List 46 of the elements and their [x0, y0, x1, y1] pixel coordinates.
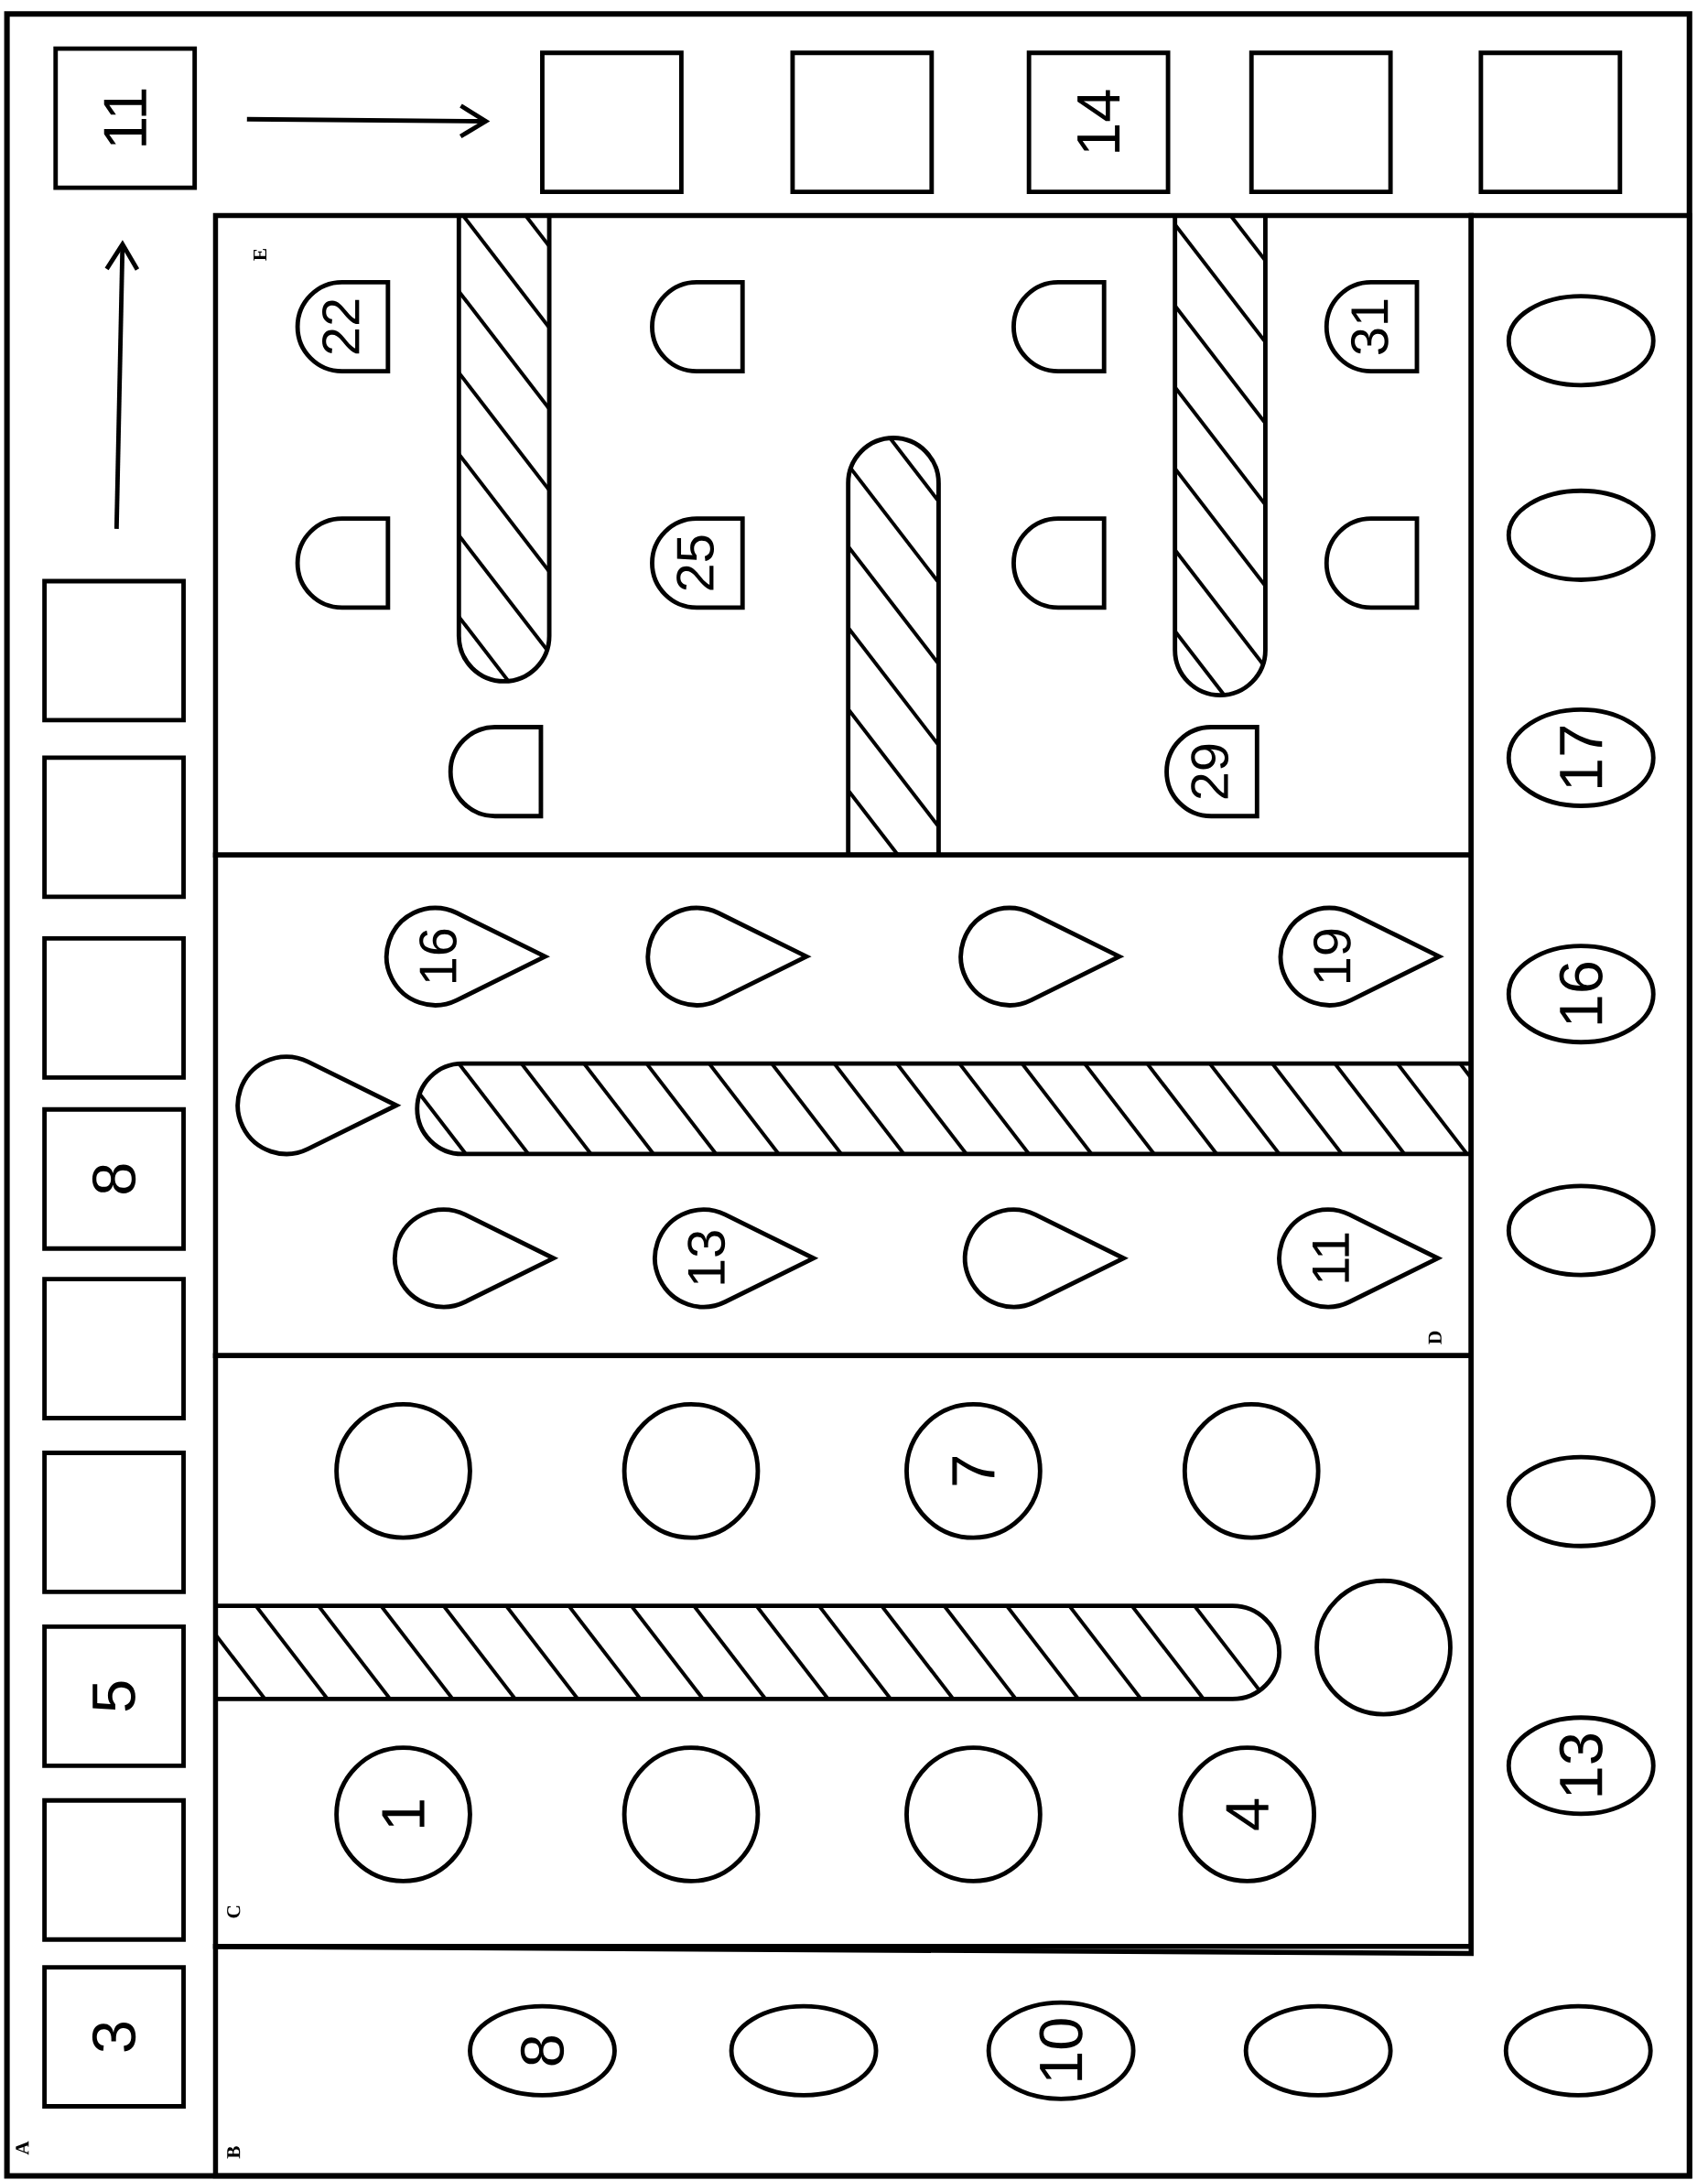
oval — [1507, 1183, 1656, 1278]
arch-shape — [1011, 279, 1107, 374]
square-box — [1249, 50, 1393, 195]
square-box — [42, 578, 187, 723]
square-box — [1478, 50, 1623, 195]
oval — [1244, 2003, 1393, 2098]
oval: 17 — [1507, 707, 1656, 808]
teardrop-shape — [645, 905, 809, 1008]
oval — [1507, 1454, 1656, 1549]
square-box: 14 — [1027, 50, 1171, 195]
square-box: 8 — [42, 1106, 187, 1251]
oval — [1507, 488, 1656, 582]
arch-shape — [1324, 516, 1420, 610]
oval: 13 — [1507, 1715, 1656, 1817]
arch-shape — [650, 279, 745, 374]
circle — [904, 1745, 1043, 1883]
square-box — [42, 1277, 187, 1420]
arrow — [104, 240, 140, 529]
square-box — [790, 50, 935, 195]
oval: 10 — [986, 2000, 1136, 2101]
oval: 8 — [468, 2003, 618, 2098]
square-box — [42, 1451, 187, 1594]
arrow — [247, 103, 491, 139]
square-box: 5 — [42, 1624, 187, 1768]
teardrop-shape — [958, 905, 1122, 1008]
circle — [622, 1401, 761, 1540]
teardrop-shape — [393, 1207, 557, 1310]
arch-shape — [449, 725, 544, 819]
square-box — [42, 755, 187, 900]
oval — [729, 2003, 879, 2098]
arch-shape — [295, 516, 391, 610]
square-box — [42, 1797, 187, 1942]
teardrop-shape — [235, 1054, 399, 1157]
circle — [622, 1745, 761, 1883]
square-box: 11 — [53, 46, 198, 190]
square-box — [540, 50, 685, 195]
circle — [334, 1401, 473, 1540]
oval — [1504, 2003, 1653, 2098]
circle — [1314, 1578, 1454, 1717]
square-box: 3 — [42, 1965, 187, 2109]
oval — [1507, 294, 1656, 388]
teardrop-shape — [963, 1207, 1127, 1310]
circle — [1183, 1401, 1321, 1540]
arch-shape — [1011, 516, 1107, 610]
oval: 16 — [1507, 944, 1656, 1045]
square-box — [42, 936, 187, 1080]
